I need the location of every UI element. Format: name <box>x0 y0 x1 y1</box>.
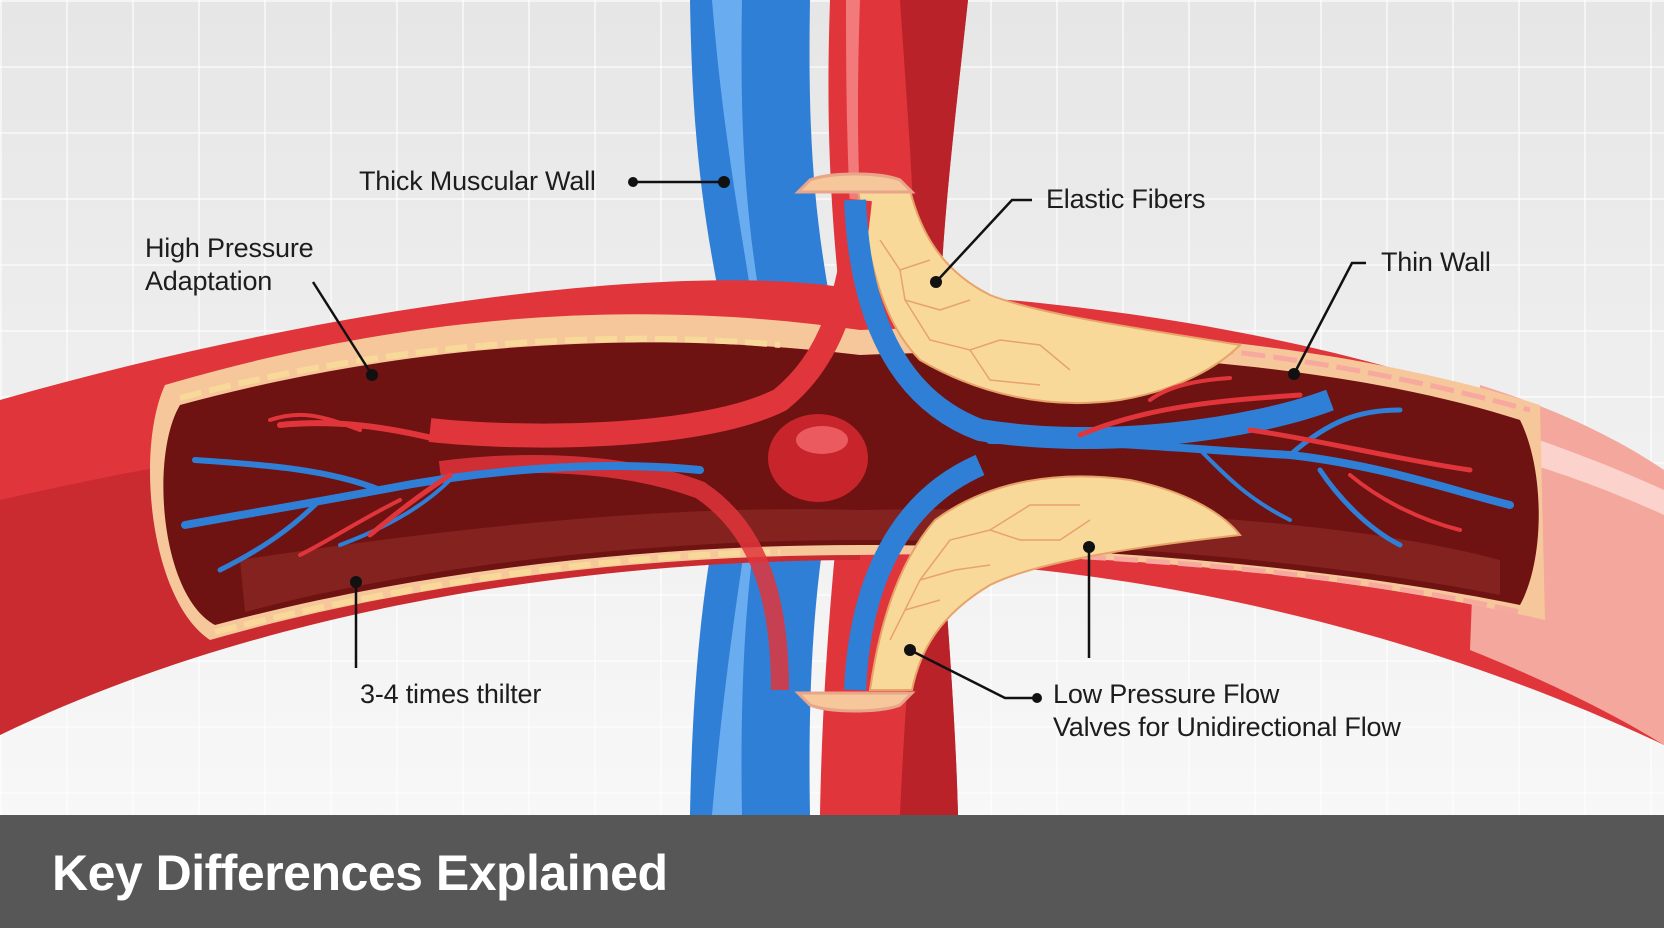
wall-fiber-bottom-right <box>1049 552 1521 615</box>
label-low-pressure-flow: Low Pressure Flow <box>1053 679 1280 709</box>
label-thicker: 3-4 times thilter <box>360 679 542 709</box>
leader-valves <box>909 648 1037 700</box>
inner-blue-vessel-lower <box>844 454 985 691</box>
wall-fiber-bottom-left <box>214 549 781 635</box>
leader-thin-wall <box>1292 261 1366 375</box>
label-thick-muscular-wall: Thick Muscular Wall <box>359 166 596 196</box>
footer-bar: Key Differences Explained <box>0 815 1664 928</box>
label-high-pressure-line1: High Pressure <box>145 233 314 263</box>
leader-high-pressure <box>311 281 374 376</box>
inner-blue-vessel <box>844 199 1334 450</box>
label-thin-wall: Thin Wall <box>1381 247 1491 277</box>
vessel-illustration <box>0 0 1664 815</box>
inner-red-vessel <box>428 198 872 448</box>
capillaries-left <box>181 412 704 573</box>
label-high-pressure-line2: Adaptation <box>145 266 273 296</box>
leader-elastic-fibers <box>935 198 1032 283</box>
valve-cap-top <box>794 172 916 194</box>
capillaries-right <box>986 376 1514 548</box>
valve-cap-bottom <box>794 691 916 713</box>
wall-fiber-top-left <box>179 335 781 401</box>
leader-lines <box>311 180 1366 700</box>
leader-dots <box>350 176 1300 703</box>
elastic-fiber-patch-top <box>856 189 1243 405</box>
blood-cell-highlight <box>796 426 848 454</box>
elastic-fiber-patch-bottom <box>868 475 1242 691</box>
elastic-fiber-cells <box>879 239 1091 641</box>
footer-title: Key Differences Explained <box>52 845 668 901</box>
label-valves: Valves for Unidirectional Flow <box>1053 712 1401 742</box>
label-elastic-fibers: Elastic Fibers <box>1046 184 1206 214</box>
inner-red-vessel-lower <box>438 455 789 691</box>
